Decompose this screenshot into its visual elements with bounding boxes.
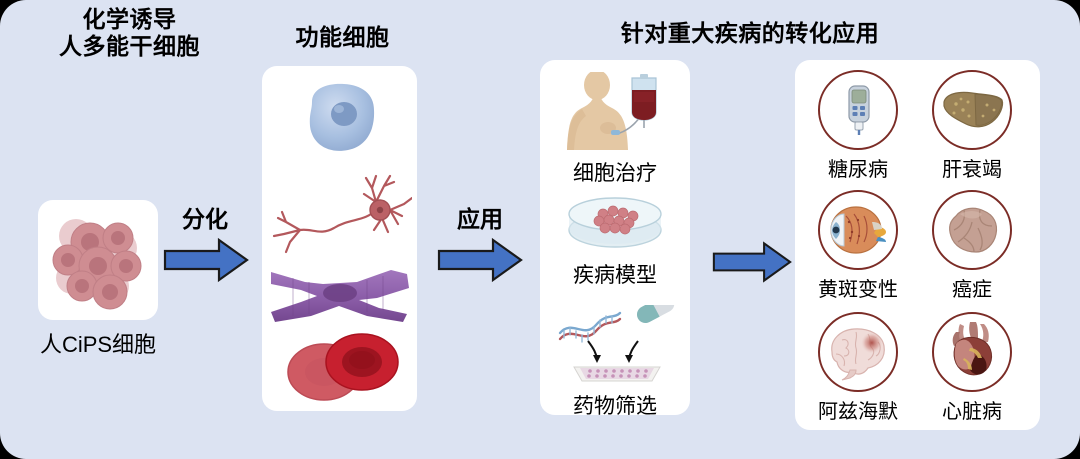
disease-label: 黄斑变性: [818, 279, 898, 301]
patient-iv-infusion-icon: [567, 70, 657, 150]
disease-label: 糖尿病: [828, 159, 888, 181]
differentiation-arrow: [163, 237, 249, 288]
functional-cells-card: [262, 66, 417, 411]
red-blood-cell-icon: [287, 333, 399, 401]
ips-cell-caption: 人CiPS细胞: [39, 332, 157, 357]
disease-label: 心脏病: [942, 401, 1002, 423]
disease-liver-failure: 肝衰竭: [917, 70, 1027, 182]
application-arrow: [437, 237, 523, 288]
disease-circle: [932, 312, 1012, 392]
applications-card: 细胞治疗 疾病模型: [540, 60, 690, 418]
stage2-heading: 功能细胞: [295, 24, 390, 50]
diseases-card: 糖尿病 肝衰竭: [795, 60, 1040, 430]
application-label: 药物筛选: [573, 395, 657, 418]
brain-icon: [831, 328, 885, 381]
eyeball-icon: [830, 206, 886, 254]
stage1-heading: 化学诱导 人多能干细胞: [12, 6, 247, 60]
heart-icon: [952, 322, 993, 376]
application-label: 细胞治疗: [573, 162, 657, 185]
disease-circle: [818, 312, 898, 392]
translation-arrow: [712, 240, 792, 289]
disease-circle: [818, 70, 898, 150]
stage3-heading: 针对重大疾病的转化应用: [620, 20, 880, 46]
disease-circle: [818, 190, 898, 270]
glucose-meter-icon: [848, 85, 870, 135]
application-arrow-label: 应用: [457, 206, 503, 232]
differentiation-arrow-label: 分化: [182, 206, 228, 232]
disease-circle: [932, 190, 1012, 270]
disease-diabetes: 糖尿病: [803, 70, 913, 182]
disease-alzheimer: 阿兹海默: [803, 312, 913, 424]
application-disease-model: 疾病模型: [540, 190, 690, 289]
tumor-mass-icon: [949, 207, 998, 253]
stage1-heading-line1: 化学诱导: [82, 6, 177, 32]
disease-macular-degeneration: 黄斑变性: [803, 190, 913, 302]
petri-dish-icon: [568, 197, 662, 248]
neuron-cell-icon: [272, 174, 412, 254]
application-label: 疾病模型: [573, 264, 657, 287]
cardiomyocyte-cell-icon: [271, 270, 409, 322]
disease-cancer: 癌症: [917, 190, 1027, 302]
disease-label: 阿兹海默: [818, 401, 898, 423]
application-drug-screening: 药物筛选: [540, 295, 690, 420]
ips-cell-colony-icon: [52, 219, 142, 310]
stage1-heading-line2: 人多能干细胞: [59, 33, 200, 60]
disease-circle: [932, 70, 1012, 150]
disease-label: 癌症: [952, 279, 992, 301]
disease-label: 肝衰竭: [942, 159, 1002, 181]
disease-heart: 心脏病: [917, 312, 1027, 424]
application-cell-therapy: 细胞治疗: [540, 70, 690, 187]
ips-cell-card: [38, 200, 158, 320]
liver-icon: [943, 91, 1004, 128]
dna-capsule-wellplate-icon: [558, 295, 675, 382]
islet-beta-cell-icon: [309, 83, 375, 151]
